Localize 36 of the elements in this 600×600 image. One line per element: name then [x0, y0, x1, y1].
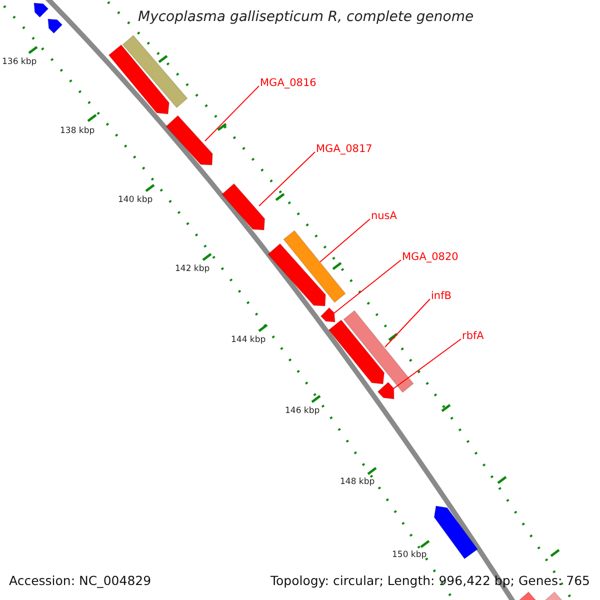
- gene-feature: [434, 505, 478, 560]
- scale-label: 150 kbp: [392, 550, 427, 560]
- gene-feature: [267, 243, 326, 307]
- gene-feature: [377, 382, 395, 400]
- gene-feature: [122, 34, 188, 108]
- gene-label: MGA_0820: [402, 251, 458, 263]
- accession-text: Accession: NC_004829: [9, 574, 152, 588]
- gene-feature: [108, 44, 170, 115]
- gene-feature: [282, 230, 346, 303]
- gene-feature: [320, 307, 336, 323]
- leader-line: [332, 260, 402, 314]
- scale-label: 148 kbp: [340, 477, 375, 487]
- genome-info-text: Topology: circular; Length: 996,422 bp; Genes: 765: [270, 574, 590, 588]
- leader-line: [258, 152, 316, 206]
- gene-feature: [33, 2, 49, 18]
- diagram-title: Mycoplasma gallisepticum R, complete genome: [138, 9, 474, 25]
- scale-label: 146 kbp: [285, 406, 320, 416]
- scale-label: 144 kbp: [231, 335, 266, 345]
- leader-line: [320, 218, 370, 262]
- gene-label: nusA: [371, 210, 397, 222]
- scale-label: 138 kbp: [60, 126, 95, 136]
- gene-feature: [47, 18, 63, 34]
- scale-label: 136 kbp: [2, 57, 37, 67]
- gene-feature: [165, 114, 213, 166]
- gene-label: rbfA: [462, 330, 484, 342]
- gene-label: infB: [431, 290, 452, 302]
- leader-line: [392, 338, 462, 390]
- gene-feature: [221, 183, 266, 231]
- gene-feature: [342, 310, 414, 393]
- gene-label: MGA_0816: [260, 77, 316, 89]
- scale-label: 142 kbp: [175, 264, 210, 274]
- leader-line: [204, 86, 260, 142]
- leader-line: [384, 298, 430, 348]
- gene-label: MGA_0817: [316, 143, 372, 155]
- gene-feature: [328, 319, 385, 385]
- scale-label: 140 kbp: [118, 195, 153, 205]
